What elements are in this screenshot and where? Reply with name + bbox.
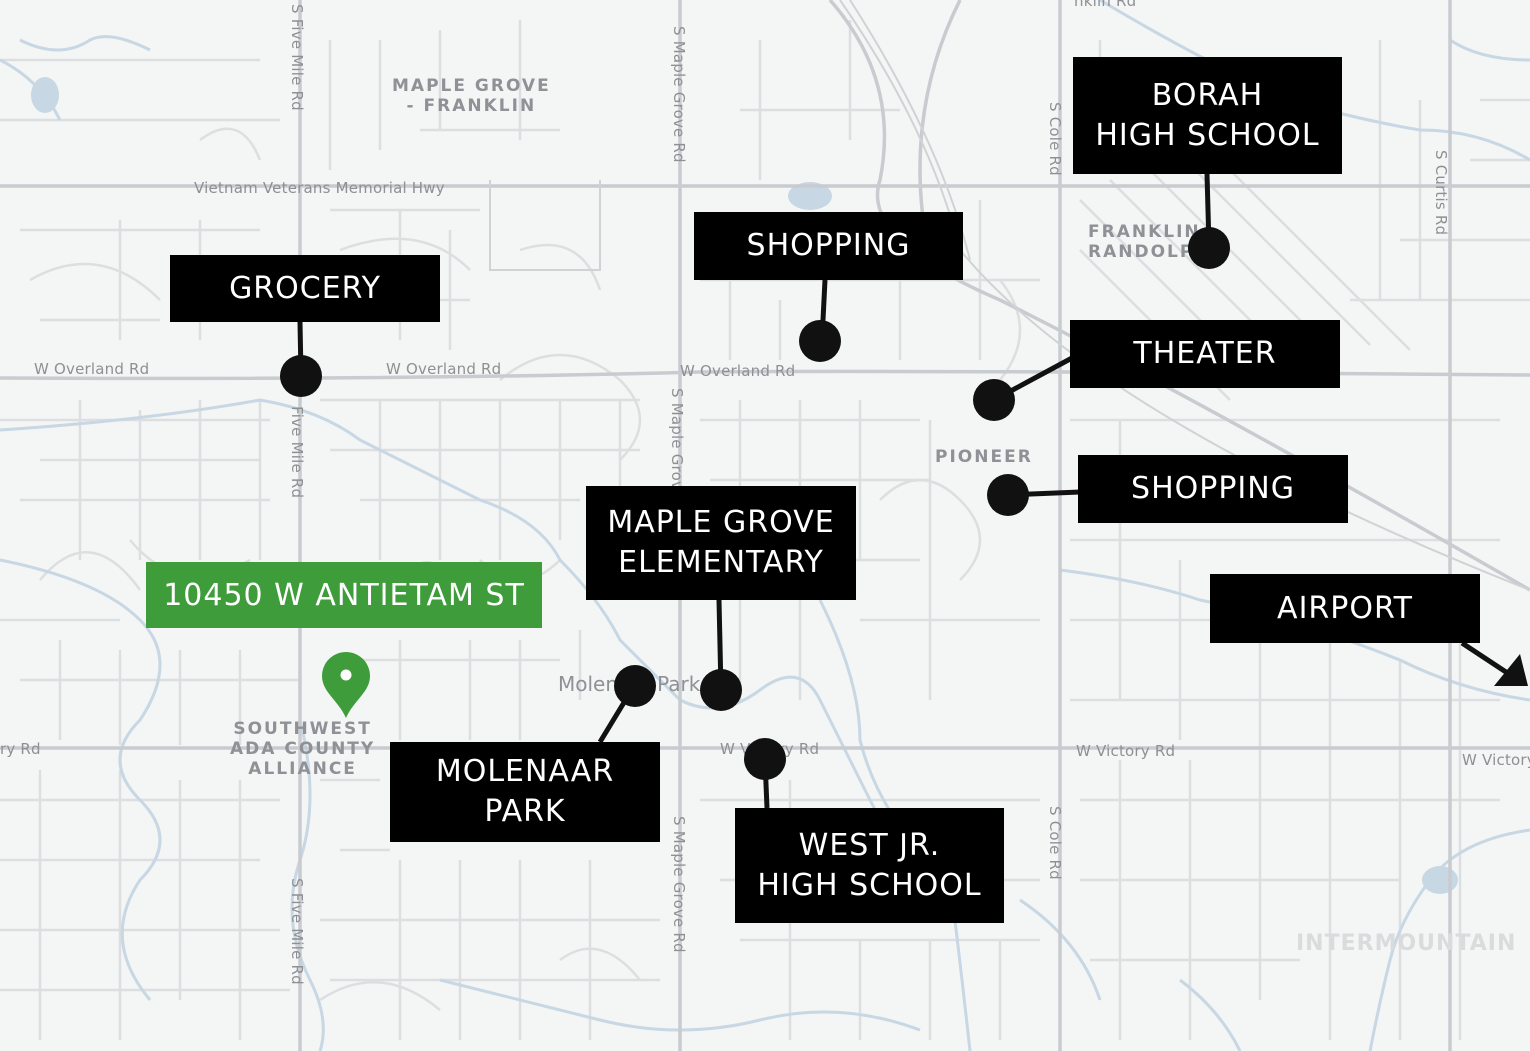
street-label-curtis: S Curtis Rd [1432, 150, 1450, 236]
street-label-vietnam-hwy: Vietnam Veterans Memorial Hwy [194, 179, 445, 197]
street-label-maple-grove-north: S Maple Grove Rd [670, 26, 688, 163]
address-label[interactable]: 10450 W ANTIETAM ST [146, 562, 542, 628]
callout-grocery[interactable]: GROCERY [170, 255, 440, 322]
street-label-cole-south: S Cole Rd [1046, 806, 1064, 880]
area-label-molenaar-park: Molenaar Park [558, 672, 701, 696]
street-label-five-mile-mid: Five Mile Rd [288, 406, 306, 499]
callout-theater[interactable]: THEATER [1070, 320, 1340, 388]
minor-streets [0, 20, 1530, 1040]
street-label-maple-grove-mid: S Maple Grov [668, 388, 686, 491]
area-label-intermountain: INTERMOUNTAIN [1296, 931, 1517, 956]
street-label-five-mile-north: S Five Mile Rd [288, 4, 306, 111]
ponds [31, 77, 1458, 894]
street-label-franklin-rd: nklin Rd [1074, 0, 1137, 10]
street-label-overland-mid: W Overland Rd [386, 360, 502, 378]
callout-west-jr-high-school[interactable]: WEST JR.HIGH SCHOOL [735, 808, 1004, 923]
street-label-victory-mid: W Victory Rd [720, 740, 820, 758]
area-label-maple-grove-franklin: MAPLE GROVE- FRANKLIN [392, 76, 551, 116]
callout-airport[interactable]: AIRPORT [1210, 574, 1480, 643]
callout-shopping-pioneer[interactable]: SHOPPING [1078, 455, 1348, 523]
street-label-cole-north: S Cole Rd [1046, 102, 1064, 176]
street-label-overland-east: W Overland Rd [680, 362, 796, 380]
street-label-victory-east: W Victory Rd [1076, 742, 1176, 760]
street-label-five-mile-south: S Five Mile Rd [288, 878, 306, 985]
callout-shopping-north[interactable]: SHOPPING [694, 212, 963, 280]
street-label-maple-grove-south: S Maple Grove Rd [670, 816, 688, 953]
street-label-victory-west: ry Rd [0, 740, 41, 758]
street-label-victory-far-east: W Victory [1462, 751, 1530, 769]
area-label-pioneer: PIONEER [935, 447, 1033, 467]
street-label-overland-west: W Overland Rd [34, 360, 150, 378]
